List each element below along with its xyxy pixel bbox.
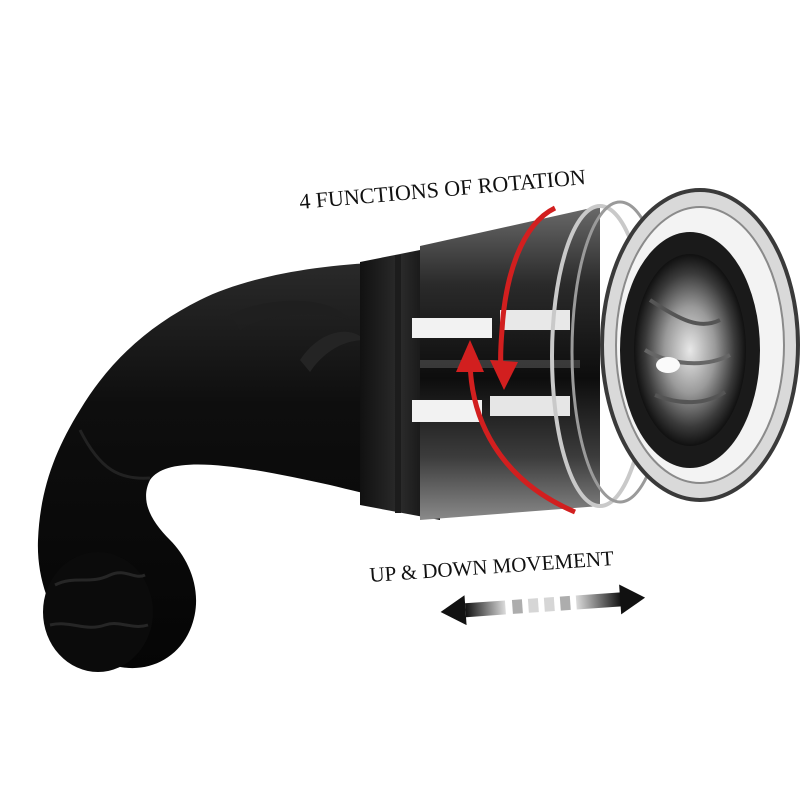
cap-opening xyxy=(600,188,800,502)
movement-label: UP & DOWN MOVEMENT xyxy=(369,546,615,587)
rotation-arrows-icon xyxy=(456,205,576,515)
rotation-label: 4 FUNCTIONS OF ROTATION xyxy=(298,164,587,214)
device-body xyxy=(37,262,411,672)
movement-arrows-icon xyxy=(440,584,646,626)
